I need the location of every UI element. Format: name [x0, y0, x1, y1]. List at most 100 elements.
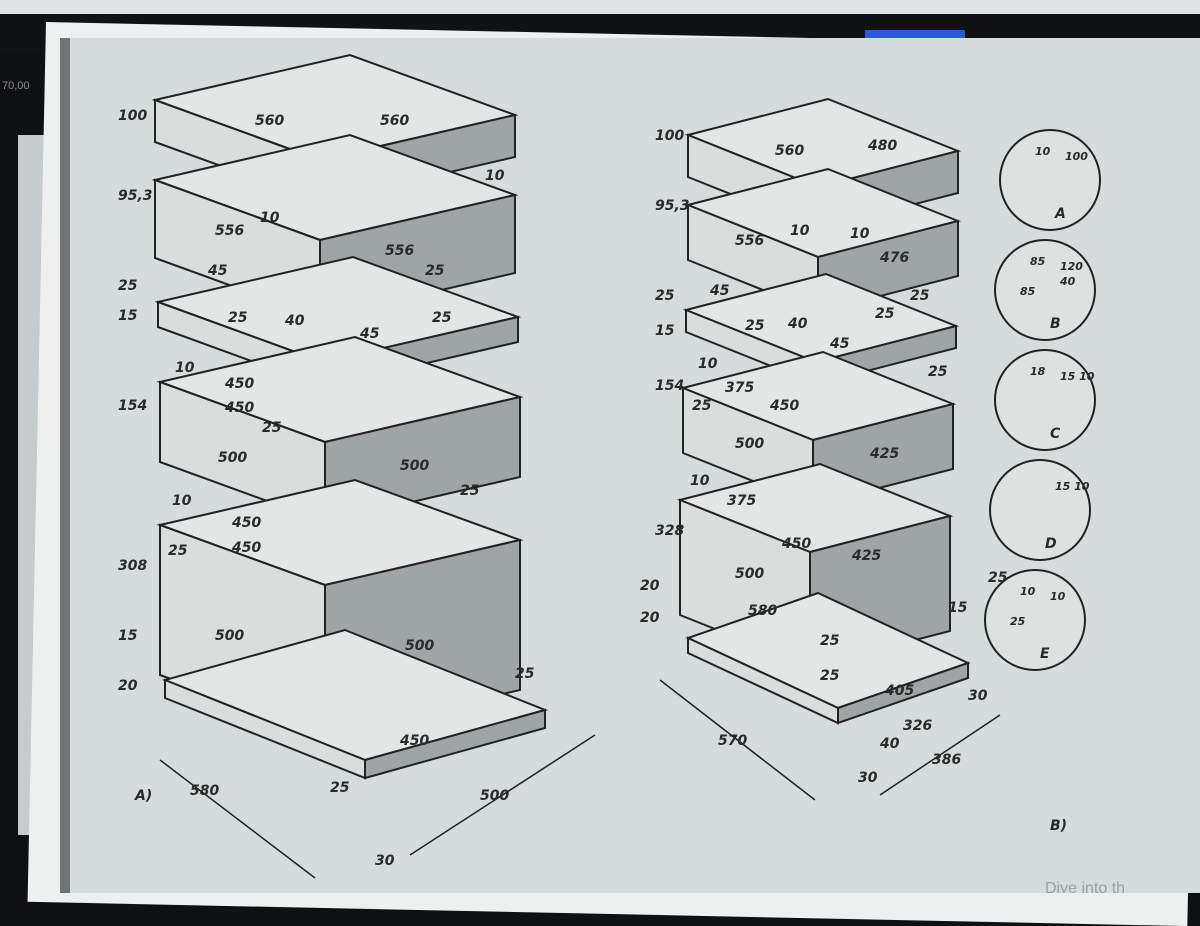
dimension-label: 25 — [988, 570, 1008, 586]
dimension-label: 25 — [655, 288, 675, 304]
detail-circle-a — [999, 129, 1101, 231]
dimension-label: 45 — [359, 326, 380, 342]
dimension-label: 25 — [820, 633, 840, 649]
dimension-label: 40 — [879, 736, 900, 752]
dimension-label: 15 — [948, 600, 968, 616]
dimension-label: 500 — [480, 788, 509, 804]
dimension-label: 326 — [903, 718, 932, 734]
dimension-label: 25 — [875, 306, 895, 322]
dimension-label: 560 — [380, 113, 409, 129]
detail-dimension-label: 10 — [1020, 585, 1036, 598]
dimension-label: 30 — [968, 688, 988, 704]
dimension-label: 25 — [330, 780, 350, 796]
dimension-label: 450 — [781, 536, 811, 552]
dimension-label: 500 — [215, 628, 244, 644]
dimension-label: 328 — [655, 523, 684, 539]
dimension-label: 425 — [869, 446, 899, 462]
dimension-label: 308 — [118, 558, 147, 574]
dimension-label: 45 — [829, 336, 850, 352]
dimension-label: 10 — [698, 356, 718, 372]
dimension-label: 25 — [820, 668, 840, 684]
dimension-label: 560 — [775, 143, 804, 159]
detail-letter: C — [1050, 426, 1061, 442]
detail-dimension-label: 10 — [1035, 145, 1051, 158]
detail-circle-c — [994, 349, 1096, 451]
dimension-line — [409, 734, 596, 856]
detail-dimension-label: 15 10 — [1055, 480, 1090, 493]
bottom-board-right — [685, 591, 971, 725]
detail-dimension-label: 120 — [1060, 260, 1083, 273]
detail-letter: D — [1045, 536, 1057, 552]
dimension-label: 25 — [910, 288, 930, 304]
side-value: 70,00 — [2, 80, 30, 92]
dimension-label: 476 — [879, 250, 909, 266]
caption-a: A) — [134, 788, 152, 804]
dimension-line — [659, 679, 816, 801]
background-text: Dive into th — [1045, 880, 1126, 897]
dimension-label: 25 — [515, 666, 535, 682]
detail-dimension-label: 18 — [1030, 365, 1046, 378]
dimension-label: 20 — [640, 578, 660, 594]
dimension-label: 15 — [118, 628, 138, 644]
detail-letter: E — [1040, 646, 1050, 662]
detail-dimension-label: 85 — [1030, 255, 1046, 268]
dimension-label: 480 — [867, 138, 897, 154]
dimension-label: 500 — [400, 458, 429, 474]
dimension-label: 20 — [118, 678, 138, 694]
detail-circle-e — [984, 569, 1086, 671]
dimension-label: 95,3 — [118, 188, 153, 204]
detail-letter: B — [1050, 316, 1061, 332]
dimension-label: 10 — [260, 210, 280, 226]
dimension-label: 15 — [118, 308, 138, 324]
dimension-line — [159, 759, 316, 879]
dimension-label: 25 — [692, 398, 712, 414]
dimension-label: 425 — [851, 548, 881, 564]
dimension-label: 20 — [640, 610, 660, 626]
dimension-label: 560 — [255, 113, 284, 129]
dimension-label: 10 — [690, 473, 710, 489]
dimension-label: 25 — [425, 263, 445, 279]
bottom-board-left — [161, 628, 549, 780]
dimension-label: 375 — [725, 380, 754, 396]
dimension-label: 500 — [405, 638, 434, 654]
dimension-label: 10 — [175, 360, 195, 376]
dimension-label: 405 — [884, 683, 914, 699]
dimension-label: 10 — [790, 223, 810, 239]
dimension-label: 45 — [709, 283, 730, 299]
dimension-label: 500 — [735, 436, 764, 452]
dimension-label: 25 — [928, 364, 948, 380]
dimension-label: 15 — [655, 323, 675, 339]
detail-dimension-label: 100 — [1065, 150, 1088, 163]
dimension-label: 30 — [375, 853, 395, 869]
dimension-label: 580 — [190, 783, 219, 799]
dimension-label: 100 — [118, 108, 147, 124]
dimension-label: 450 — [224, 400, 254, 416]
dimension-label: 386 — [932, 752, 961, 768]
dimension-label: 30 — [858, 770, 878, 786]
detail-circle-b — [994, 239, 1096, 341]
dimension-label: 450 — [399, 733, 429, 749]
dimension-label: 450 — [231, 515, 261, 531]
dimension-line — [879, 714, 1001, 796]
detail-dimension-label: 40 — [1059, 275, 1076, 288]
dimension-label: 10 — [172, 493, 192, 509]
dimension-label: 25 — [228, 310, 248, 326]
detail-dimension-label: 15 10 — [1060, 370, 1095, 383]
dimension-label: 25 — [168, 543, 188, 559]
detail-dimension-label: 85 — [1020, 285, 1036, 298]
detail-dimension-label: 10 — [1050, 590, 1066, 603]
dimension-label: 25 — [745, 318, 765, 334]
dimension-label: 570 — [718, 733, 747, 749]
dimension-label: 40 — [787, 316, 808, 332]
dimension-label: 580 — [748, 603, 777, 619]
dimension-label: 375 — [727, 493, 756, 509]
dimension-label: 154 — [118, 398, 147, 414]
browser-top-bar — [0, 0, 1200, 14]
dimension-label: 500 — [735, 566, 764, 582]
dimension-label: 25 — [432, 310, 452, 326]
caption-b: B) — [1050, 818, 1067, 834]
dimension-label: 450 — [224, 376, 254, 392]
dimension-label: 95,3 — [655, 198, 690, 214]
dimension-label: 10 — [485, 168, 505, 184]
